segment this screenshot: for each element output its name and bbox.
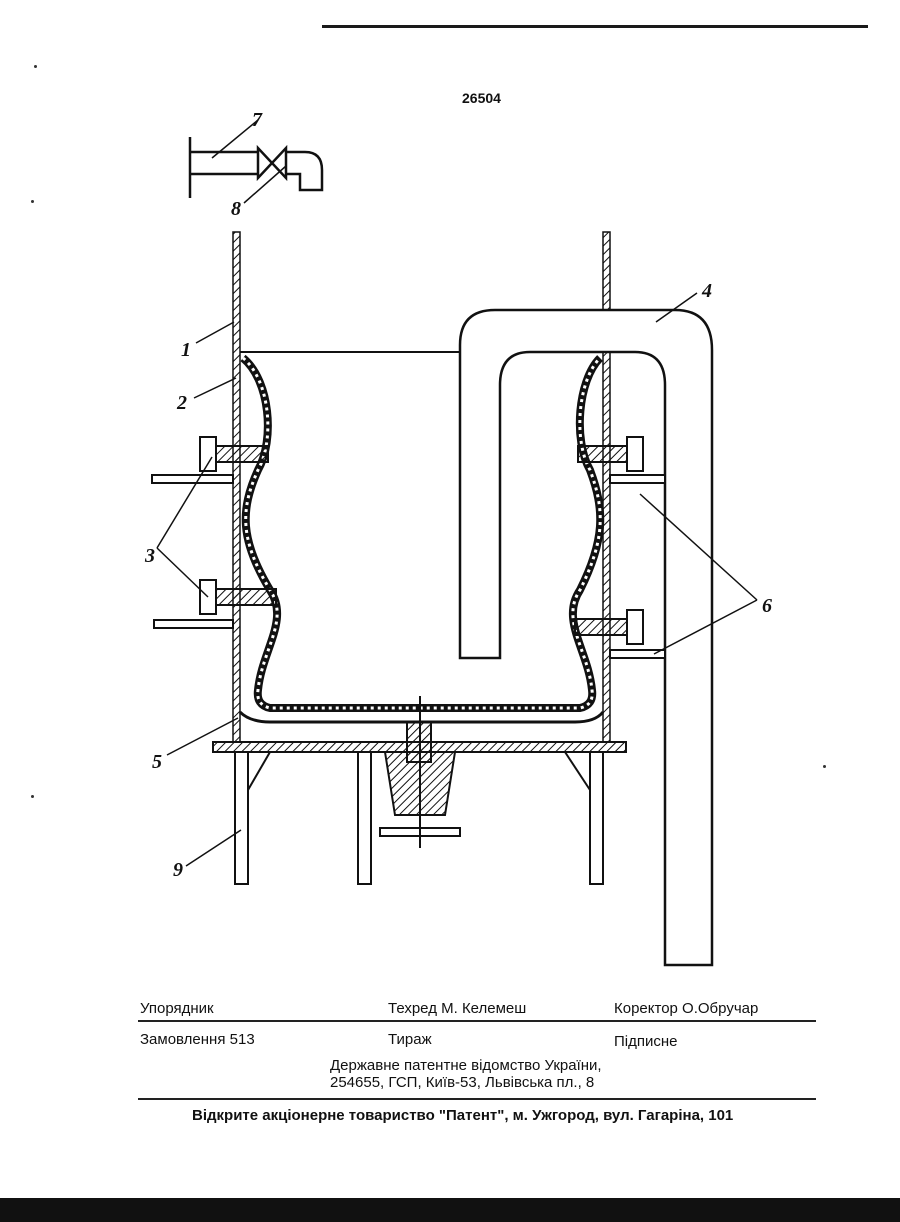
scan-speck [31,200,34,203]
outer-vessel [233,232,610,742]
scan-speck [34,65,37,68]
compiler-label: Упорядник [140,1000,214,1017]
base-and-legs [213,696,626,884]
printer-line: Відкрите акціонерне товариство "Патент",… [192,1107,733,1124]
callout-6: 6 [762,596,772,616]
subscription: Підписне [614,1033,678,1050]
callout-1: 1 [181,340,191,360]
proofreader: Коректор О.Обручар [614,1000,758,1017]
siphon-tube [460,310,712,965]
patent-drawing [0,0,900,1000]
callout-3: 3 [145,546,155,566]
circulation: Тираж [388,1031,432,1048]
imprint-rule-top [138,1020,816,1022]
lower-bowl [240,712,603,722]
patent-office-address: 254655, ГСП, Київ-53, Львівська пл., 8 [330,1074,594,1091]
callout-9: 9 [173,860,183,880]
inlet-pipe-valve [190,137,322,198]
corrugated-liner [243,358,600,708]
callout-8: 8 [231,199,241,219]
callout-4: 4 [702,281,712,301]
callout-5: 5 [152,752,162,772]
imprint-rule-bottom [138,1098,816,1100]
scan-bottom-band [0,1198,900,1222]
tech-editor: Техред М. Келемеш [388,1000,526,1017]
patent-office-name: Державне патентне відомство України, [330,1057,602,1074]
callout-7: 7 [252,110,262,130]
order-number: Замовлення 513 [140,1031,255,1048]
callout-2: 2 [177,393,187,413]
scan-speck [823,765,826,768]
scan-speck [31,795,34,798]
